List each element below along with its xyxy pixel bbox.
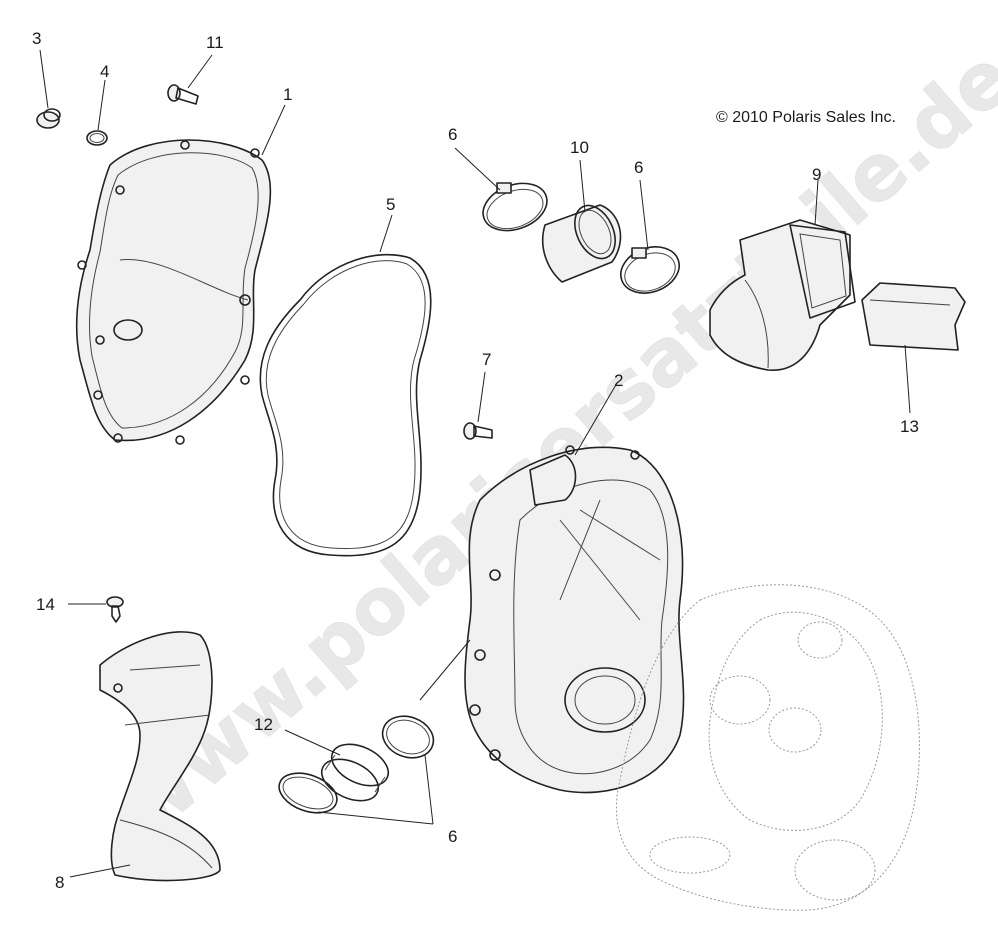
callout-11: 11 [206, 33, 224, 52]
callout-13: 13 [900, 417, 919, 436]
part-13-cap [861, 282, 966, 351]
part-6-clamp-top-left [482, 182, 548, 232]
part-6-clamp-lower-right [381, 715, 435, 759]
part-1-outer-clutch-cover [75, 139, 272, 445]
part-6-clamp-right [620, 246, 680, 294]
part-12-coupler-ring [320, 743, 390, 802]
part-3-plug [36, 108, 61, 129]
callout-7: 7 [482, 350, 491, 369]
callout-12: 12 [254, 715, 273, 734]
callout-6-top-left: 6 [448, 125, 457, 144]
part-2-inner-clutch-cover [464, 445, 685, 794]
part-7-bolt [463, 422, 493, 440]
callout-10: 10 [570, 138, 589, 157]
leader-lines [39, 49, 911, 878]
part-10-duct-coupler [541, 204, 622, 283]
part-5-gasket [259, 253, 432, 557]
callout-3: 3 [32, 29, 41, 48]
callout-6-lower: 6 [448, 827, 457, 846]
callout-4: 4 [100, 62, 109, 81]
part-4-oring [86, 130, 108, 146]
callout-9: 9 [812, 165, 821, 184]
callout-8: 8 [55, 873, 64, 892]
part-14-push-pin [106, 596, 124, 623]
callout-2: 2 [614, 371, 623, 390]
part-8-lower-duct [99, 631, 221, 882]
part-9-duct-outlet [709, 219, 856, 371]
transmission-reference [615, 584, 920, 911]
callout-6-right: 6 [634, 158, 643, 177]
part-6-clamp-lower-left [278, 772, 338, 814]
callout-14: 14 [36, 595, 55, 614]
callout-1: 1 [283, 85, 292, 104]
copyright-notice: © 2010 Polaris Sales Inc. [716, 109, 896, 126]
part-11-bolt [167, 84, 199, 105]
callout-5: 5 [386, 195, 395, 214]
